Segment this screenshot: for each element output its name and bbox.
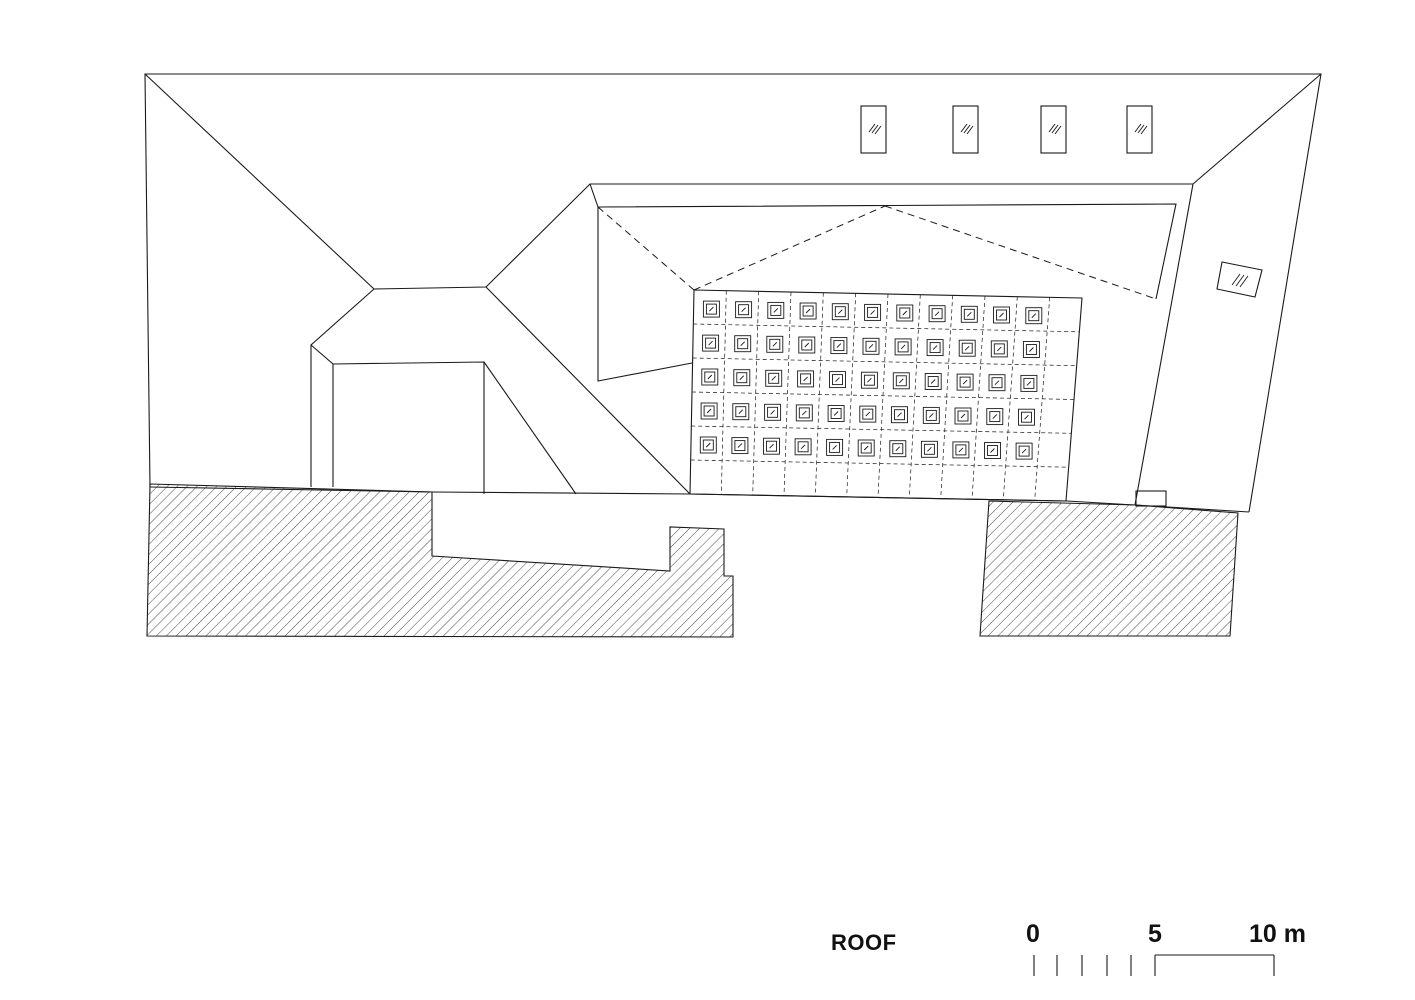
scale-tick-label: 5 xyxy=(1148,920,1162,948)
skylight-unit xyxy=(699,436,717,454)
skylight-unit xyxy=(765,369,783,387)
skylight-unit xyxy=(1015,442,1033,460)
skylight-unit xyxy=(767,301,785,319)
skylight-unit xyxy=(798,336,816,354)
roof-window xyxy=(952,105,979,154)
grid-line xyxy=(691,391,1075,400)
skylight-unit xyxy=(763,437,780,455)
scale-tick-label: 10 m xyxy=(1249,920,1306,948)
scale-bar xyxy=(1033,954,1275,976)
dashed-hip-lines xyxy=(597,205,1157,300)
skylight-unit xyxy=(958,339,976,357)
roof-window xyxy=(1040,105,1067,154)
skylight-unit xyxy=(799,302,817,320)
roof-window xyxy=(1126,105,1153,154)
skylight-unit xyxy=(926,339,944,357)
skylight-unit xyxy=(860,371,878,389)
skylight-unit xyxy=(857,439,875,457)
adjacent-buildings-hatched xyxy=(146,483,1239,638)
grid-line xyxy=(693,323,1080,333)
grid-line xyxy=(692,357,1077,367)
grid-line xyxy=(690,459,1069,468)
skylight-unit xyxy=(889,440,907,458)
skylight-unit xyxy=(859,405,877,423)
skylight-unit xyxy=(764,403,782,421)
scale-tick-label: 0 xyxy=(1026,920,1040,948)
drawing-title: ROOF xyxy=(831,930,897,955)
skylight-unit xyxy=(1022,341,1040,358)
skylight-unit xyxy=(794,438,812,456)
skylight-unit xyxy=(831,303,849,321)
skylight-unit xyxy=(735,301,753,319)
roof-outline xyxy=(144,73,1322,513)
skylight-unit xyxy=(956,373,974,391)
skylight-unit xyxy=(928,305,946,323)
skylight-unit xyxy=(988,374,1006,392)
skylight-unit xyxy=(922,406,940,424)
skylight-unit xyxy=(732,403,750,421)
skylight-unit xyxy=(795,404,813,422)
adjacent-building-right xyxy=(979,500,1239,637)
skylight-unit xyxy=(993,306,1010,324)
skylight-unit xyxy=(766,335,784,353)
skylight-unit xyxy=(896,304,914,322)
skylight-unit xyxy=(894,338,912,356)
skylight-unit xyxy=(924,373,942,390)
adjacent-building-left xyxy=(146,483,734,638)
skylight-unit xyxy=(700,402,718,420)
skylight-unit xyxy=(1025,307,1043,325)
skylight-unit xyxy=(892,372,910,390)
roof-window-angled xyxy=(1216,261,1263,298)
skylight-unit xyxy=(864,303,882,321)
skylight-unit xyxy=(702,300,720,318)
skylight-unit xyxy=(960,305,978,323)
skylight-unit xyxy=(731,437,749,455)
skylight-unit xyxy=(891,406,908,424)
skylight-unit xyxy=(1020,374,1038,392)
skylight-unit xyxy=(733,369,751,387)
skylight-unit xyxy=(952,441,970,459)
skylight-unit xyxy=(1018,408,1035,426)
skylight-unit xyxy=(954,407,972,425)
skylight-unit xyxy=(734,335,752,353)
skylight-unit xyxy=(984,442,1001,459)
skylight-unit xyxy=(797,370,815,388)
roof-hatch xyxy=(1135,490,1167,507)
skylight-unit xyxy=(862,337,880,355)
roof-windows xyxy=(860,105,1263,507)
skylight-unit xyxy=(826,438,844,456)
skylight-unit xyxy=(701,368,719,386)
roof-window xyxy=(860,105,887,154)
skylight-unit xyxy=(827,405,845,422)
roof-ridge-lines xyxy=(144,73,1322,506)
skylight-unit xyxy=(920,440,938,458)
skylight-unit xyxy=(830,337,848,355)
skylight-unit xyxy=(990,340,1008,358)
grid-line xyxy=(691,425,1072,434)
skylight-unit xyxy=(829,371,846,389)
skylight-unit xyxy=(986,408,1004,426)
skylight-unit xyxy=(702,334,720,352)
skylight-grid xyxy=(689,289,1083,502)
